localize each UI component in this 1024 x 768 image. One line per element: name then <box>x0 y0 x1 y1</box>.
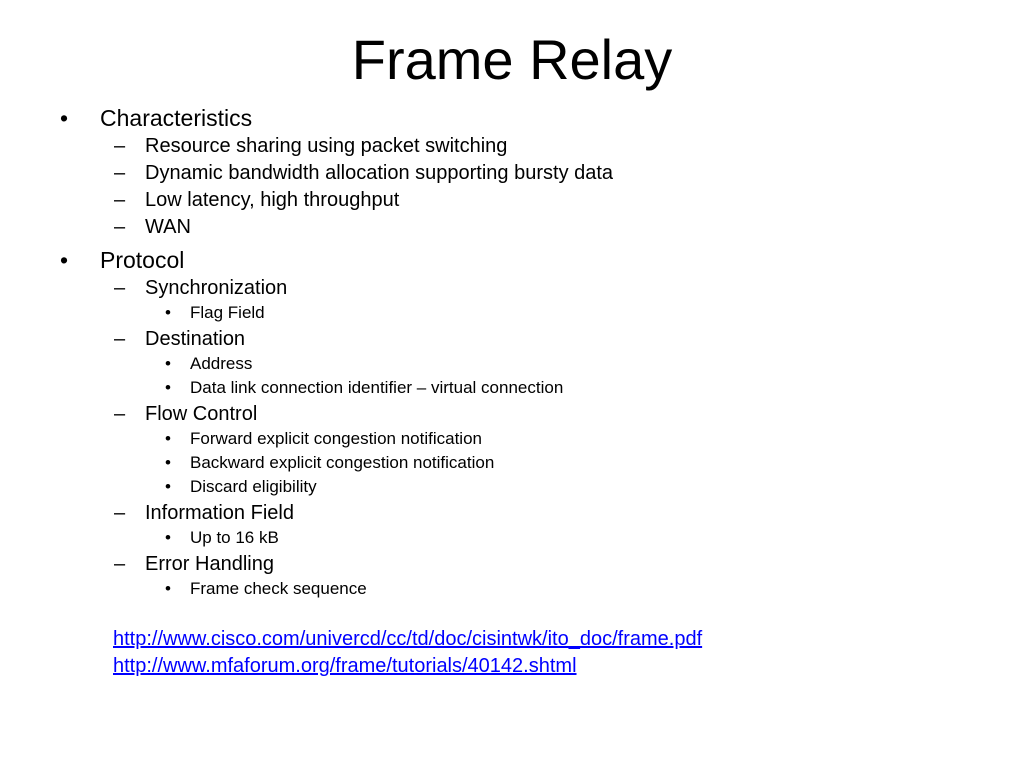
outline-item-text: Data link connection identifier – virtua… <box>190 378 564 397</box>
dash-bullet: – <box>114 277 126 299</box>
dash-bullet: – <box>114 189 126 211</box>
dash-bullet: – <box>114 502 126 524</box>
outline-item-text: Dynamic bandwidth allocation supporting … <box>145 162 614 184</box>
bullet-point: • <box>165 528 171 547</box>
outline-item-text: Flag Field <box>190 303 265 322</box>
outline-item-text: Flow Control <box>145 403 258 425</box>
cisco-frame-link[interactable]: http://www.cisco.com/univercd/cc/td/doc/… <box>113 628 703 650</box>
reference-links: http://www.cisco.com/univercd/cc/td/doc/… <box>113 626 702 680</box>
outline-item-text: Destination <box>145 328 246 350</box>
outline-item-text: Characteristics <box>100 105 253 131</box>
outline-item-text: Discard eligibility <box>190 477 317 496</box>
outline-item-text: Synchronization <box>145 277 288 299</box>
outline-item-text: WAN <box>145 216 191 238</box>
bullet-point: • <box>165 303 171 322</box>
bullet-point: • <box>165 354 171 373</box>
dash-bullet: – <box>114 403 126 425</box>
bullet-point: • <box>165 579 171 598</box>
outline-item-text: Error Handling <box>145 553 274 575</box>
outline-item-text: Protocol <box>100 247 185 273</box>
bullet-point: • <box>60 247 69 273</box>
slide-title: Frame Relay <box>351 28 673 91</box>
outline-item-text: Information Field <box>145 502 294 524</box>
outline-item-text: Resource sharing using packet switching <box>145 135 508 157</box>
outline-item-text: Forward explicit congestion notification <box>190 429 482 448</box>
dash-bullet: – <box>114 328 126 350</box>
dash-bullet: – <box>114 135 126 157</box>
outline-item-text: Frame check sequence <box>190 579 367 598</box>
bullet-point: • <box>165 378 171 397</box>
dash-bullet: – <box>114 216 126 238</box>
bullet-point: • <box>165 477 171 496</box>
bullet-point: • <box>165 453 171 472</box>
outline-item-text: Backward explicit congestion notificatio… <box>190 453 495 472</box>
mfaforum-tutorial-link[interactable]: http://www.mfaforum.org/frame/tutorials/… <box>113 655 577 677</box>
dash-bullet: – <box>114 553 126 575</box>
outline-item-text: Address <box>190 354 253 373</box>
bullet-point: • <box>60 105 69 131</box>
outline-item-text: Low latency, high throughput <box>145 189 400 211</box>
dash-bullet: – <box>114 162 126 184</box>
outline-item-text: Up to 16 kB <box>190 528 279 547</box>
bullet-point: • <box>165 429 171 448</box>
